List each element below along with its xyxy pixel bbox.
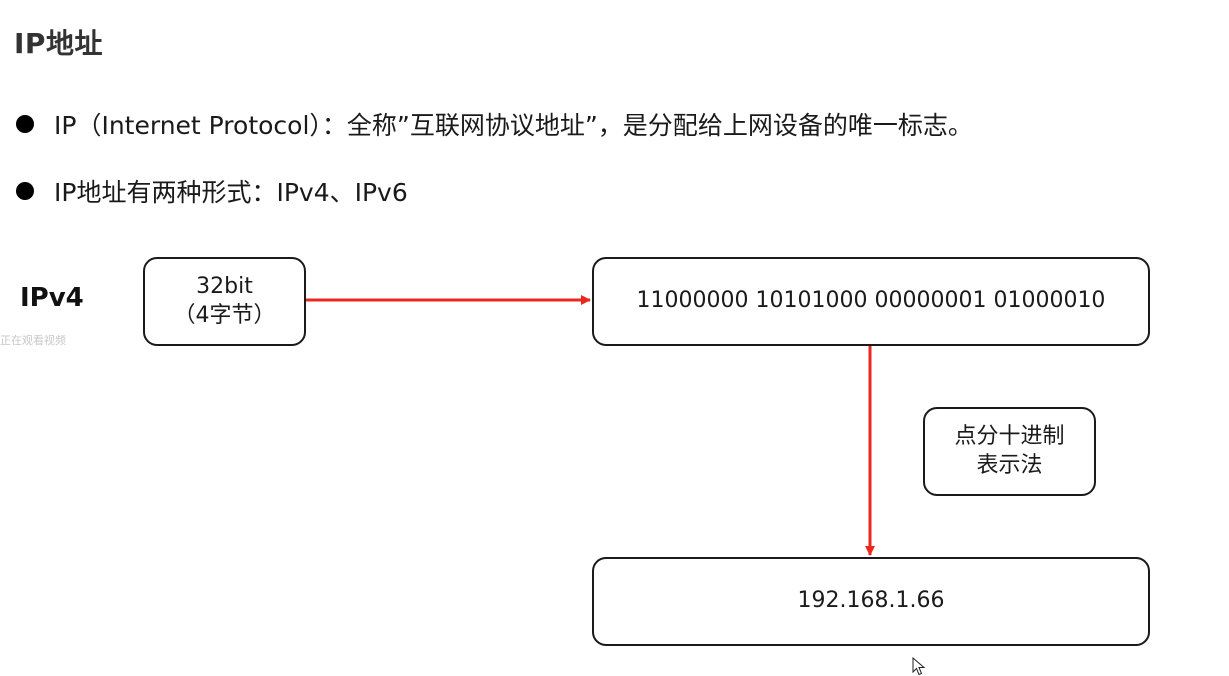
decimal-address-box: 192.168.1.66 (592, 557, 1150, 646)
bullet-text: IP（Internet Protocol）：全称”互联网协议地址”，是分配给上网… (54, 111, 973, 140)
notation-method-line1: 点分十进制 (954, 423, 1065, 449)
page-title: IP地址 (14, 27, 103, 60)
notation-method-box: 点分十进制 表示法 (923, 407, 1096, 496)
bullet-item-ip-definition: IP（Internet Protocol）：全称”互联网协议地址”，是分配给上网… (16, 106, 973, 142)
binary-address-text: 11000000 10101000 00000001 01000010 (636, 288, 1106, 314)
watermark-text: 正在观看视频 (0, 334, 66, 347)
ipv4-label: IPv4 (20, 283, 84, 313)
binary-address-box: 11000000 10101000 00000001 01000010 (592, 257, 1150, 346)
byte-size-text: （4字节） (173, 302, 276, 328)
bullet-text: IP地址有两种形式：IPv4、IPv6 (54, 178, 408, 207)
mouse-cursor-icon (912, 657, 926, 676)
bit-size-text: 32bit (196, 273, 253, 299)
bullet-item-ip-forms: IP地址有两种形式：IPv4、IPv6 (16, 173, 408, 209)
decimal-address-text: 192.168.1.66 (797, 588, 945, 614)
bit-size-box: 32bit （4字节） (143, 257, 306, 346)
bullet-dot-icon (16, 115, 34, 133)
bullet-dot-icon (16, 182, 34, 200)
notation-method-line2: 表示法 (976, 452, 1043, 478)
